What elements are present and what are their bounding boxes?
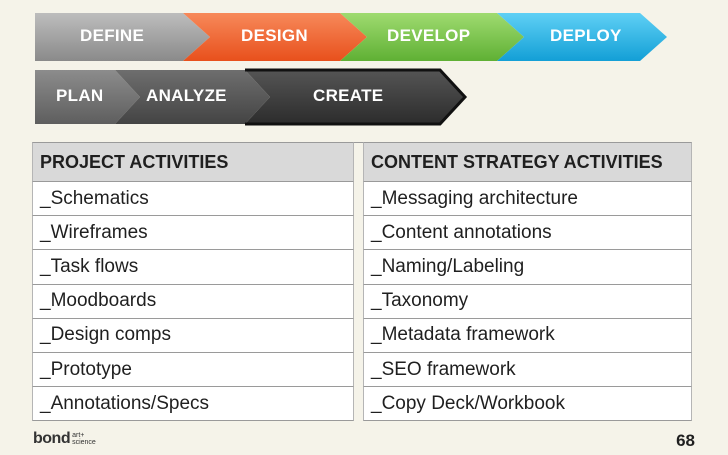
column-gap bbox=[354, 182, 363, 217]
logo-sub-bottom: science bbox=[72, 439, 96, 446]
activities-table: PROJECT ACTIVITIES CONTENT STRATEGY ACTI… bbox=[32, 142, 692, 422]
table-row: _Moodboards _Taxonomy bbox=[32, 284, 692, 319]
table-header-row: PROJECT ACTIVITIES CONTENT STRATEGY ACTI… bbox=[32, 142, 692, 182]
activities-table-container: PROJECT ACTIVITIES CONTENT STRATEGY ACTI… bbox=[32, 142, 692, 422]
analyze-chevron bbox=[115, 70, 270, 124]
content-activity-cell: _Naming/Labeling bbox=[363, 250, 692, 285]
deploy-chevron bbox=[497, 13, 667, 61]
table-row: _Prototype _SEO framework bbox=[32, 352, 692, 388]
create-chevron bbox=[245, 70, 465, 124]
project-activity-cell: _Task flows bbox=[32, 250, 354, 285]
project-activity-cell: _Schematics bbox=[32, 182, 354, 217]
column-gap bbox=[354, 142, 363, 182]
project-activity-cell: _Moodboards bbox=[32, 284, 354, 319]
column-gap bbox=[354, 284, 363, 319]
project-activity-cell: _Wireframes bbox=[32, 216, 354, 251]
content-activity-cell: _SEO framework bbox=[363, 352, 692, 388]
table-row: _Task flows _Naming/Labeling bbox=[32, 250, 692, 285]
phase-design-label: DESIGN bbox=[241, 26, 308, 45]
create-outline bbox=[245, 68, 468, 126]
process-banner: DEFINE DESIGN DEVELOP DEPLOY PLAN ANALYZ… bbox=[0, 0, 728, 130]
project-activity-cell: _Prototype bbox=[32, 352, 354, 388]
header-project-activities: PROJECT ACTIVITIES bbox=[32, 142, 354, 182]
column-gap bbox=[354, 216, 363, 251]
content-activity-cell: _Messaging architecture bbox=[363, 182, 692, 217]
plan-chevron bbox=[35, 70, 140, 124]
column-gap bbox=[354, 387, 363, 422]
phase-develop-label: DEVELOP bbox=[387, 26, 471, 45]
project-activity-cell: _Annotations/Specs bbox=[32, 387, 354, 422]
content-activity-cell: _Copy Deck/Workbook bbox=[363, 387, 692, 422]
table-row: _Annotations/Specs _Copy Deck/Workbook bbox=[32, 387, 692, 422]
content-activity-cell: _Content annotations bbox=[363, 216, 692, 251]
bond-logo: bond art+ science bbox=[33, 430, 96, 447]
column-gap bbox=[354, 318, 363, 353]
page-number: 68 bbox=[676, 431, 695, 450]
column-gap bbox=[354, 250, 363, 285]
subphase-analyze-label: ANALYZE bbox=[146, 86, 227, 105]
subphase-plan-label: PLAN bbox=[56, 86, 104, 105]
table-row: _Schematics _Messaging architecture bbox=[32, 182, 692, 217]
design-chevron bbox=[183, 13, 367, 61]
logo-subtext: art+ science bbox=[72, 432, 96, 446]
phase-define-label: DEFINE bbox=[80, 26, 145, 45]
logo-word: bond bbox=[33, 430, 71, 447]
table-row: _Wireframes _Content annotations bbox=[32, 216, 692, 251]
content-activity-cell: _Taxonomy bbox=[363, 284, 692, 319]
content-activity-cell: _Metadata framework bbox=[363, 318, 692, 353]
project-activity-cell: _Design comps bbox=[32, 318, 354, 353]
define-chevron bbox=[35, 13, 210, 61]
phase-deploy-label: DEPLOY bbox=[550, 26, 622, 45]
chevron-graphics bbox=[35, 13, 667, 126]
subphase-create-label: CREATE bbox=[313, 86, 384, 105]
logo-sub-top: art+ bbox=[72, 432, 85, 439]
column-gap bbox=[354, 352, 363, 388]
header-content-strategy-activities: CONTENT STRATEGY ACTIVITIES bbox=[363, 142, 692, 182]
develop-chevron bbox=[340, 13, 524, 61]
table-row: _Design comps _Metadata framework bbox=[32, 318, 692, 353]
